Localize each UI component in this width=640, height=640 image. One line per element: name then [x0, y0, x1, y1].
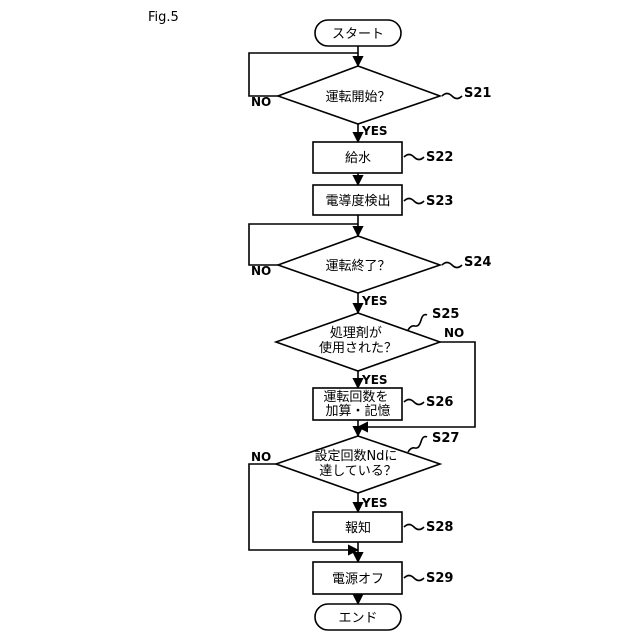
leader-s24: [442, 263, 462, 268]
process-s22: 給水: [313, 142, 402, 173]
decision-s21-text: 運転開始？: [325, 90, 390, 105]
leader-s27: [408, 437, 427, 452]
s25-no-label: NO: [444, 326, 464, 340]
leader-s28: [404, 525, 424, 530]
leader-s25: [408, 315, 427, 330]
decision-s27: 設定回数Ndに 達している？: [276, 436, 440, 493]
start-terminator: スタート: [315, 20, 401, 46]
decision-s24: 運転終了？: [278, 236, 440, 293]
process-s26-text: 運転回数を 加算・記憶: [323, 390, 392, 419]
s25-yes-label: YES: [361, 373, 388, 387]
end-label: エンド: [338, 611, 377, 626]
figure-label: Fig.5: [148, 10, 179, 25]
process-s29: 電源オフ: [313, 562, 402, 594]
s24-no-label: NO: [251, 264, 271, 278]
s24-yes-label: YES: [361, 294, 388, 308]
leader-s26: [404, 400, 424, 405]
process-s22-text: 給水: [345, 151, 371, 166]
step-label-s25: S25: [432, 307, 459, 322]
process-s26: 運転回数を 加算・記憶: [313, 388, 402, 420]
leader-s22: [404, 155, 424, 160]
leader-s29: [404, 576, 424, 581]
end-terminator: エンド: [315, 604, 401, 630]
s21-yes-label: YES: [361, 124, 388, 138]
decision-s21: 運転開始？: [278, 66, 440, 124]
process-s28-text: 報知: [345, 520, 371, 536]
process-s28: 報知: [313, 512, 402, 542]
step-label-s26: S26: [426, 395, 453, 410]
process-s29-text: 電源オフ: [332, 572, 384, 587]
step-label-s24: S24: [464, 255, 491, 270]
s21-no-label: NO: [251, 95, 271, 109]
process-s23-text: 電導度検出: [325, 193, 390, 209]
leader-s21: [442, 94, 462, 99]
s27-no-label: NO: [251, 450, 271, 464]
step-label-s29: S29: [426, 571, 453, 586]
process-s23: 電導度検出: [313, 185, 402, 215]
leader-s23: [404, 199, 424, 204]
decision-s24-text: 運転終了？: [325, 258, 390, 274]
decision-s27-text: 設定回数Ndに 達している？: [314, 448, 401, 479]
decision-s25: 処理剤が 使用された？: [276, 313, 440, 371]
step-label-s23: S23: [426, 194, 453, 209]
s27-yes-label: YES: [361, 496, 388, 510]
step-label-s27: S27: [432, 431, 459, 446]
start-label: スタート: [332, 27, 384, 42]
step-label-s28: S28: [426, 520, 453, 535]
decision-s25-text: 処理剤が 使用された？: [319, 325, 397, 356]
step-label-s22: S22: [426, 150, 453, 165]
step-label-s21: S21: [464, 86, 491, 101]
